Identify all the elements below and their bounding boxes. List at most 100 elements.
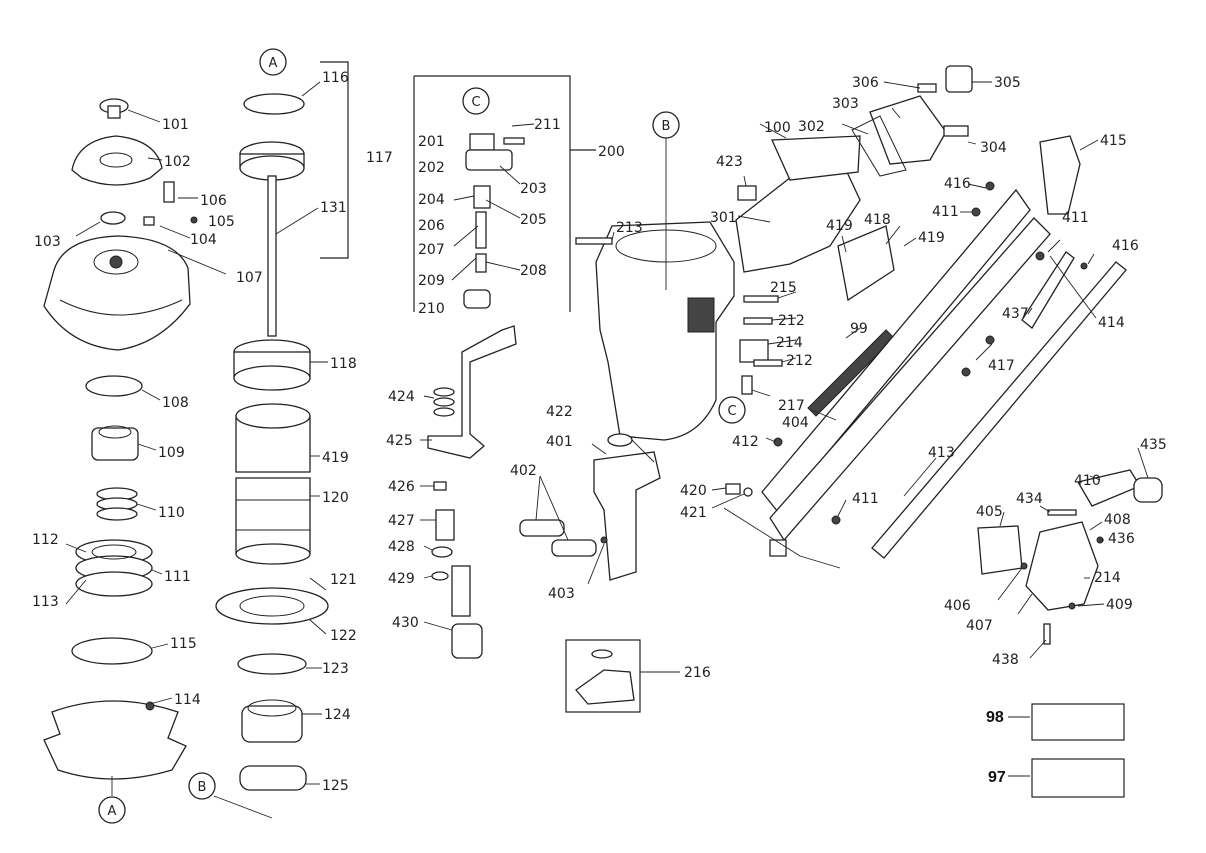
part-114-dot [145, 701, 155, 711]
label-416-a: 416 [944, 176, 971, 192]
label-411-b: 411 [1062, 210, 1089, 226]
label-108: 108 [162, 395, 189, 411]
part-305-fitting [945, 65, 973, 93]
part-211-pin [503, 137, 525, 145]
lead-421-a [723, 507, 801, 557]
label-124: 124 [324, 707, 351, 723]
part-131-driver [267, 175, 277, 337]
label-131: 131 [320, 200, 347, 216]
part-217-pin [741, 375, 753, 395]
ref-circle-c-top [462, 87, 490, 115]
label-301: 301 [710, 210, 737, 226]
part-417-nut [985, 335, 995, 345]
column-cap-assembly [43, 98, 198, 796]
label-200: 200 [598, 144, 625, 160]
label-414: 414 [1098, 315, 1125, 331]
label-408: 408 [1104, 512, 1131, 528]
label-212-a: 212 [778, 313, 805, 329]
part-100-grip [771, 135, 861, 181]
bracket-117 [320, 61, 349, 259]
part-105-ball [190, 216, 198, 224]
label-122: 122 [330, 628, 357, 644]
part-124-nut [241, 705, 303, 743]
part-418-plate [837, 225, 895, 302]
part-125-ring [239, 765, 307, 791]
ref-circle-c-bottom [718, 396, 746, 424]
label-203: 203 [520, 181, 547, 197]
part-110-spring [96, 487, 138, 521]
ref-circle-b-bottom [188, 772, 216, 800]
label-407: 407 [966, 618, 993, 634]
box-98 [1031, 703, 1125, 741]
part-216-trigger [575, 669, 635, 705]
main-housing [575, 135, 861, 441]
ref-circle-b-top [652, 111, 680, 139]
part-303-end-cap [869, 95, 947, 165]
part-121-plate [215, 587, 329, 625]
part-210-cap [463, 289, 491, 309]
label-210: 210 [418, 301, 445, 317]
part-111-113-piston [75, 539, 153, 597]
end-cap-group [851, 65, 973, 177]
label-437: 437 [1002, 306, 1029, 322]
ref-label-b-top: B [662, 119, 671, 134]
label-106: 106 [200, 193, 227, 209]
label-120: 120 [322, 490, 349, 506]
label-419-c: 419 [918, 230, 945, 246]
label-420: 420 [680, 483, 707, 499]
part-416-screw [985, 181, 995, 191]
part-120-sleeve [235, 477, 311, 555]
part-101-stem [107, 105, 121, 119]
part-116-ring [243, 93, 305, 115]
label-213: 213 [616, 220, 643, 236]
part-121-hole [239, 595, 305, 617]
part-120-bottom [235, 543, 311, 565]
label-215: 215 [770, 280, 797, 296]
part-109-hole [98, 425, 132, 439]
label-304: 304 [980, 140, 1007, 156]
label-434: 434 [1016, 491, 1043, 507]
label-415: 415 [1100, 133, 1127, 149]
label-201: 201 [418, 134, 445, 150]
part-housing-body [595, 221, 735, 441]
lead-421-b [799, 555, 841, 569]
reference-circles: A A B B C C [98, 48, 746, 824]
label-412: 412 [732, 434, 759, 450]
ref-label-a-bottom: A [108, 804, 117, 819]
part-438-screw [1043, 623, 1051, 645]
ref-b-lead [213, 795, 273, 819]
label-411-c: 411 [852, 491, 879, 507]
label-121: 121 [330, 572, 357, 588]
part-trigger-arm [451, 565, 471, 617]
part-204-valve [473, 185, 491, 209]
label-305: 305 [994, 75, 1021, 91]
part-405-plate [977, 525, 1023, 575]
label-125: 125 [322, 778, 349, 794]
label-403: 403 [548, 586, 575, 602]
part-107-edge [59, 299, 183, 316]
part-404-rail [761, 188, 1031, 514]
trigger-parts-group [427, 325, 517, 659]
ref-circle-a-top [259, 48, 287, 76]
part-416-screw-b [1080, 262, 1088, 270]
frame-200 [414, 75, 571, 312]
label-430: 430 [392, 615, 419, 631]
part-419-top [235, 403, 311, 429]
label-214: 214 [776, 335, 803, 351]
label-406: 406 [944, 598, 971, 614]
label-98: 98 [986, 709, 1004, 726]
part-425-lever [427, 325, 517, 459]
box-97 [1031, 758, 1125, 798]
label-402: 402 [510, 463, 537, 479]
label-97: 97 [988, 769, 1006, 786]
part-412-screw [773, 437, 783, 447]
part-430-trigger [451, 623, 483, 659]
part-435-roller [1133, 477, 1163, 503]
label-405: 405 [976, 504, 1003, 520]
label-303: 303 [832, 96, 859, 112]
part-magazine-lower [769, 217, 1051, 542]
label-404: 404 [782, 415, 809, 431]
label-109: 109 [158, 445, 185, 461]
part-302-gasket [851, 115, 907, 177]
